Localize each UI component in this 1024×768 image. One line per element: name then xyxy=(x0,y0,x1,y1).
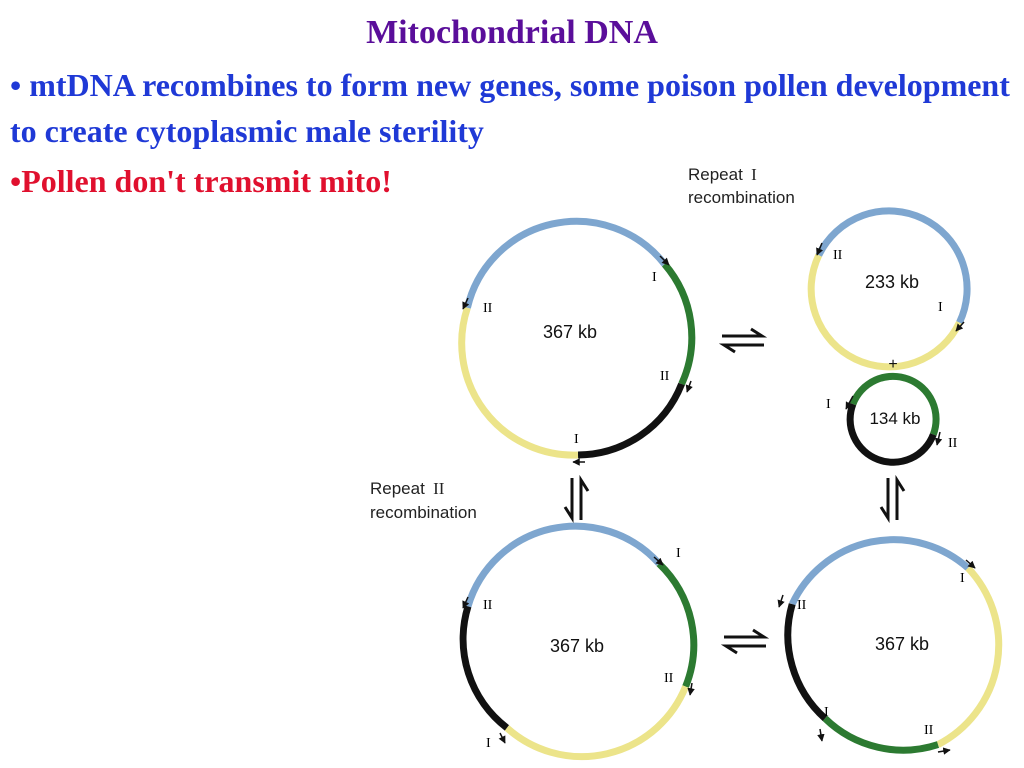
plus-sign: + xyxy=(888,356,897,373)
repeat-marker: I xyxy=(676,546,681,561)
repeat-arrow xyxy=(777,594,785,608)
repeat-arrow xyxy=(937,747,951,755)
equilibrium-arrow-right xyxy=(879,474,906,524)
equilibrium-arrow-bottom xyxy=(720,628,770,655)
repeat-arrow xyxy=(687,682,695,696)
equilibrium-arrow-left xyxy=(563,474,590,524)
repeat-marker: I xyxy=(486,736,491,751)
repeat-arrow xyxy=(965,559,976,569)
repeat-marker: II xyxy=(924,723,934,738)
circle-367kb-bottom-right: 367 kb I II I II xyxy=(777,536,1003,755)
repeat-arrow xyxy=(462,596,470,609)
repeat-i-label-line1: Repeat I xyxy=(688,165,757,184)
repeat-arrow xyxy=(955,321,965,332)
repeat-arrow xyxy=(934,431,943,446)
repeat-arrow xyxy=(816,242,824,256)
circle-367kb-bottom-left: 367 kb I II II I xyxy=(459,522,698,761)
bullet-recombination: • mtDNA recombines to form new genes, so… xyxy=(10,67,1010,149)
circle-size-label: 367 kb xyxy=(543,322,597,342)
repeat-marker: II xyxy=(664,671,674,686)
repeat-marker: II xyxy=(483,301,493,316)
circle-134kb: 134 kb I II xyxy=(826,372,958,466)
slide-title: Mitochondrial DNA xyxy=(366,14,658,51)
equilibrium-arrow-top xyxy=(718,327,768,354)
repeat-arrow xyxy=(498,732,506,744)
circle-367kb-top-left: 367 kb I II II I xyxy=(458,217,696,466)
bullet-pollen: •Pollen don't transmit mito! xyxy=(10,163,392,199)
repeat-marker: I xyxy=(938,300,943,315)
circle-233kb: 233 kb II I xyxy=(807,207,971,371)
repeat-marker: II xyxy=(797,598,807,613)
repeat-marker: I xyxy=(652,270,657,285)
repeat-marker: II xyxy=(833,248,843,263)
circle-size-label: 134 kb xyxy=(869,409,920,428)
repeat-arrow xyxy=(817,728,825,742)
repeat-arrow xyxy=(845,395,854,410)
repeat-i-label-line2: recombination xyxy=(688,188,795,207)
repeat-marker: I xyxy=(574,432,579,447)
repeat-ii-label-line1: Repeat II xyxy=(370,479,445,498)
circle-size-label: 233 kb xyxy=(865,272,919,292)
repeat-marker: I xyxy=(824,705,829,720)
repeat-marker: II xyxy=(660,369,670,384)
circle-size-label: 367 kb xyxy=(550,636,604,656)
repeat-arrow xyxy=(685,380,693,393)
repeat-arrow xyxy=(462,297,470,310)
repeat-ii-label-line2: recombination xyxy=(370,503,477,522)
repeat-marker: II xyxy=(948,436,958,451)
repeat-arrow xyxy=(659,255,670,266)
repeat-marker: I xyxy=(960,571,965,586)
repeat-marker: II xyxy=(483,598,493,613)
repeat-arrow xyxy=(653,556,664,566)
circle-size-label: 367 kb xyxy=(875,634,929,654)
repeat-marker: I xyxy=(826,397,831,412)
